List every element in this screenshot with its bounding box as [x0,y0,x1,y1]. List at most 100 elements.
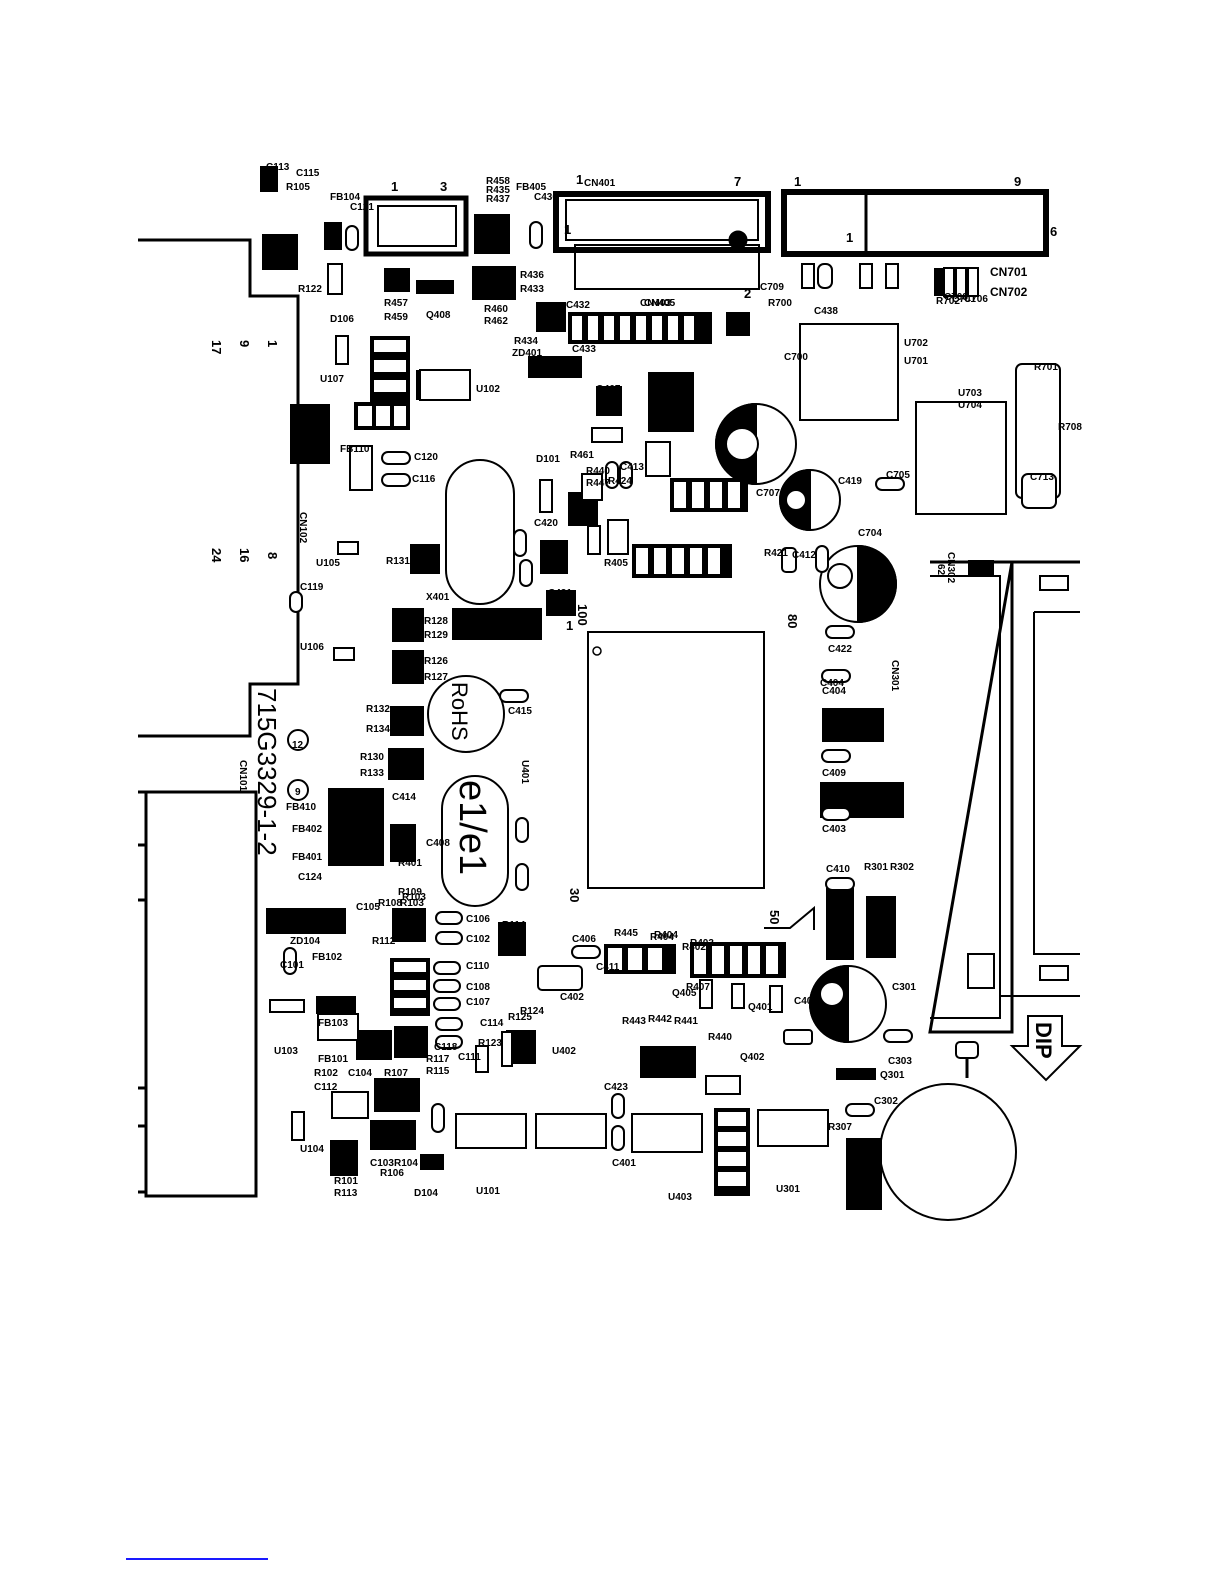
ref-label-r132: R132 [366,704,390,715]
cn101-outline [138,790,258,1198]
ref-label-r131: R131 [386,556,410,567]
ref-label-q407: Q407 [596,384,621,395]
ref-label-c413: C413 [620,462,644,473]
cn401-pin7: 7 [734,174,741,189]
ref-label-c113: C113 [266,162,290,173]
cn702-label: CN702 [990,285,1028,299]
ref-label-r441: R441 [674,1016,698,1027]
ref-label-c121: C121 [350,202,374,213]
ref-label-c303: C303 [888,1056,912,1067]
ref-label-c404: C404 [820,678,844,689]
cn102-pins-top: 1 9 17 [209,340,280,354]
cn401-outline [553,191,771,253]
ref-label-r702: R702 [936,296,960,307]
crystal-x401 [445,459,515,605]
ref-label-u104: U104 [300,1144,324,1155]
ref-label-c423: C423 [604,1082,628,1093]
cn701-label: CN701 [990,265,1028,279]
cn401-label: CN401 [584,178,616,189]
ref-label-c107: C107 [466,997,490,1008]
ref-label-fb103: FB103 [318,1018,348,1029]
ref-label-q408: Q408 [426,310,451,321]
ref-label-c419: C419 [838,476,862,487]
ref-label-r123: R123 [478,1038,502,1049]
ref-label-c120: C120 [414,452,438,463]
ref-label-c700: C700 [784,352,808,363]
ref-label-c408: C408 [426,838,450,849]
ref-label-r306: R306 [848,1172,872,1183]
ref-label-r407: R407 [686,982,710,993]
ref-label-r305: R305 [848,1188,872,1199]
ref-label-r105: R105 [286,182,310,193]
ref-label-c422: C422 [828,644,852,655]
ref-label-r404: R404 [654,930,678,941]
u703-outline [915,401,1007,515]
ref-label-r443: R443 [622,1016,646,1027]
circle-9-text: 9 [295,787,301,798]
ref-label-r457: R457 [384,298,408,309]
ref-label-c704: C704 [858,528,882,539]
ref-label-c112: C112 [314,1082,338,1093]
ref-label-r405: R405 [604,558,628,569]
ref-label-r102: R102 [314,1068,338,1079]
ref-label-zd401: ZD401 [512,348,542,359]
ref-label-r435: R435 [486,185,510,196]
ref-label-r118: R118 [300,418,324,429]
ref-label-r112: R112 [372,936,396,947]
ref-label-x401: X401 [426,592,450,603]
u401-pin1: 1 [566,618,573,633]
u401-pin30: 30 [567,888,582,902]
ref-label-r437: R437 [486,194,510,205]
rohs-text: RoHS [447,682,472,741]
cn401-pin-left: 1 [564,222,571,237]
cn401-pin1: 1 [576,172,583,187]
ref-label-c705: C705 [886,470,910,481]
ref-label-c103: C103 [370,1158,394,1169]
ref-label-c709: C709 [760,282,784,293]
small-conn-pin1: 1 [391,179,398,194]
ref-label-u107: U107 [320,374,344,385]
ref-label-c707: C707 [756,488,780,499]
ref-label-u301: U301 [776,1184,800,1195]
ref-label-r700: R700 [768,298,792,309]
ref-label-r113: R113 [334,1188,358,1199]
ref-label-r103: R103 [400,898,424,909]
cn701-pin9: 9 [1014,174,1021,189]
ref-label-u402: U402 [552,1046,576,1057]
dip-arrow [1009,1015,1083,1082]
ref-label-r302: R302 [890,862,914,873]
ref-label-c402: C402 [560,992,584,1003]
ref-label-r421: R421 [764,548,788,559]
e1-oval [441,775,509,907]
cn102-pin-16: 16 [237,548,252,562]
ref-label-r104: R104 [394,1158,418,1169]
footer-link[interactable] [126,1558,268,1560]
ref-label-r130: R130 [360,752,384,763]
cn102-pins-bottom: 8 16 24 [209,548,280,563]
circle-12-text: 12 [292,740,304,751]
ref-label-c406: C406 [572,934,596,945]
ref-label-r459: R459 [384,312,408,323]
ref-label-u106: U106 [300,642,324,653]
cn701-pin6: 6 [1050,224,1057,239]
cn102-pin-1: 1 [265,340,280,347]
ref-label-c118: C118 [434,1042,458,1053]
ref-label-u702: U702 [904,338,928,349]
ref-label-r110: R110 [502,942,526,953]
ref-label-c404: C404 [822,686,846,697]
ref-label-r402: R402 [682,942,706,953]
ref-label-c101: C101 [280,960,304,971]
cn102-pin-24: 24 [209,548,224,563]
cn102-pin-17: 17 [209,340,224,354]
ref-label-r307: R307 [828,1122,852,1133]
ref-label-c106: C106 [466,914,490,925]
ref-label-zd104: ZD104 [290,936,320,947]
ref-label-r301: R301 [864,862,888,873]
ref-label-r124: R124 [520,1006,544,1017]
u401-pin80: 80 [785,614,800,628]
ref-label-c108: C108 [466,982,490,993]
ref-label-r125: R125 [508,1012,532,1023]
rohs-circle [427,675,505,753]
ref-label-r403: R403 [690,938,714,949]
cn302-outline [928,560,1080,1034]
